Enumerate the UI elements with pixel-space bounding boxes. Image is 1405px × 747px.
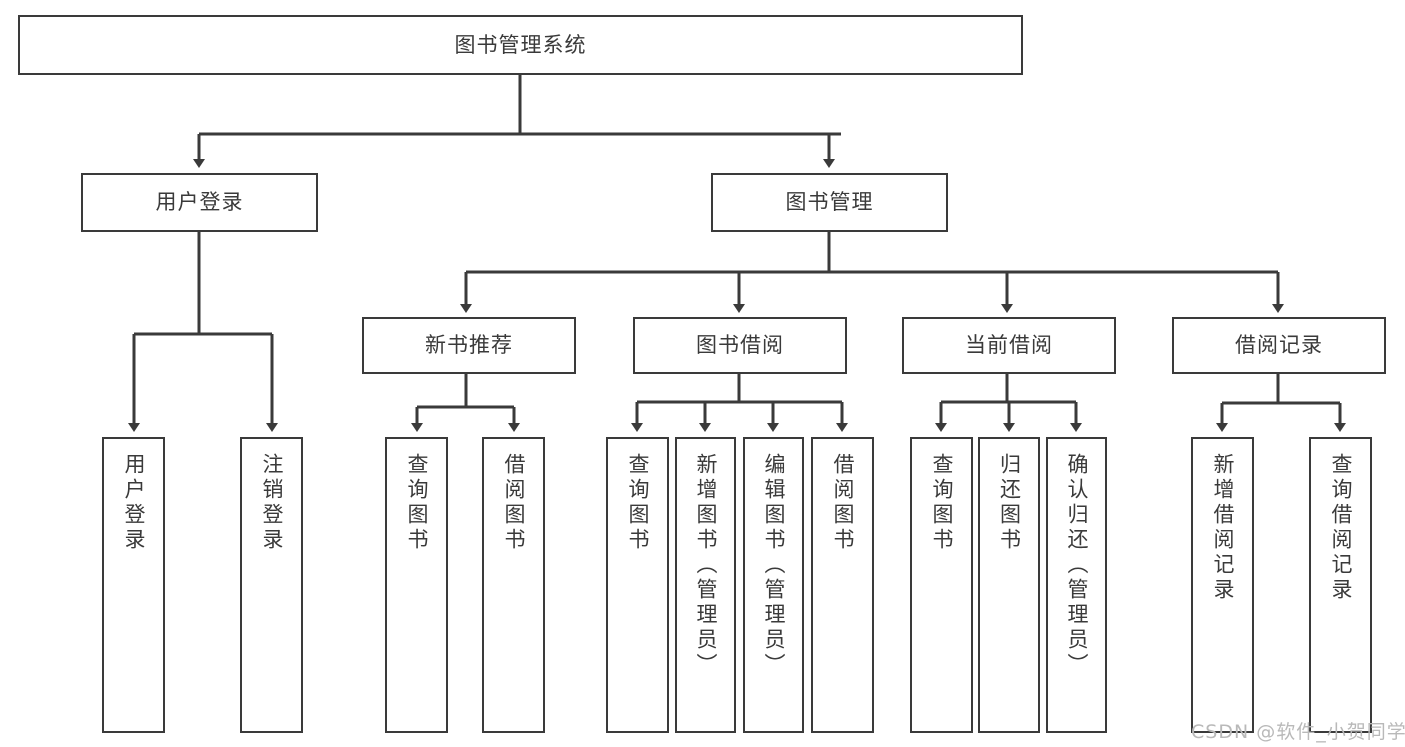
node-borrow-record-label: 借阅记录 — [1235, 333, 1323, 358]
node-leaf-borrow-book-1[interactable]: 借阅图书 — [482, 437, 545, 733]
node-leaf-edit-book-admin[interactable]: 编辑图书（管理员） — [743, 437, 804, 733]
node-leaf-query-borrow-record-label: 查询借阅记录 — [1329, 453, 1353, 603]
node-root[interactable]: 图书管理系统 — [18, 15, 1023, 75]
node-leaf-add-borrow-record-label: 新增借阅记录 — [1211, 453, 1235, 603]
node-leaf-edit-book-admin-label: 编辑图书（管理员） — [762, 453, 786, 678]
node-leaf-confirm-return-admin[interactable]: 确认归还（管理员） — [1046, 437, 1107, 733]
node-borrow-record[interactable]: 借阅记录 — [1172, 317, 1386, 374]
node-book-borrow-label: 图书借阅 — [696, 333, 784, 358]
node-leaf-borrow-book-2-label: 借阅图书 — [831, 453, 855, 553]
node-leaf-confirm-return-admin-label: 确认归还（管理员） — [1065, 453, 1089, 678]
node-leaf-query-book-1-label: 查询图书 — [405, 453, 429, 553]
node-leaf-add-book-admin[interactable]: 新增图书（管理员） — [675, 437, 736, 733]
node-leaf-borrow-book-2[interactable]: 借阅图书 — [811, 437, 874, 733]
node-current-borrow[interactable]: 当前借阅 — [902, 317, 1116, 374]
node-leaf-user-login-label: 用户登录 — [122, 453, 146, 553]
node-leaf-query-book-3[interactable]: 查询图书 — [910, 437, 973, 733]
node-user-login[interactable]: 用户登录 — [81, 173, 318, 232]
node-book-management-label: 图书管理 — [785, 190, 874, 215]
node-user-login-label: 用户登录 — [155, 190, 244, 215]
node-leaf-logout-login-label: 注销登录 — [260, 453, 284, 553]
node-leaf-add-book-admin-label: 新增图书（管理员） — [694, 453, 718, 678]
node-root-label: 图书管理系统 — [454, 32, 587, 57]
node-leaf-query-book-2-label: 查询图书 — [626, 453, 650, 553]
node-leaf-query-book-1[interactable]: 查询图书 — [385, 437, 448, 733]
node-current-borrow-label: 当前借阅 — [965, 333, 1053, 358]
node-leaf-borrow-book-1-label: 借阅图书 — [502, 453, 526, 553]
node-leaf-return-book-label: 归还图书 — [997, 453, 1022, 553]
node-new-book-recommend[interactable]: 新书推荐 — [362, 317, 576, 374]
node-leaf-add-borrow-record[interactable]: 新增借阅记录 — [1191, 437, 1254, 733]
node-leaf-user-login[interactable]: 用户登录 — [102, 437, 165, 733]
node-leaf-query-borrow-record[interactable]: 查询借阅记录 — [1309, 437, 1372, 733]
node-leaf-query-book-2[interactable]: 查询图书 — [606, 437, 669, 733]
node-leaf-return-book[interactable]: 归还图书 — [978, 437, 1040, 733]
node-new-book-recommend-label: 新书推荐 — [425, 333, 513, 358]
node-leaf-logout-login[interactable]: 注销登录 — [240, 437, 303, 733]
node-book-management[interactable]: 图书管理 — [711, 173, 948, 232]
node-leaf-query-book-3-label: 查询图书 — [930, 453, 954, 553]
node-book-borrow[interactable]: 图书借阅 — [633, 317, 847, 374]
